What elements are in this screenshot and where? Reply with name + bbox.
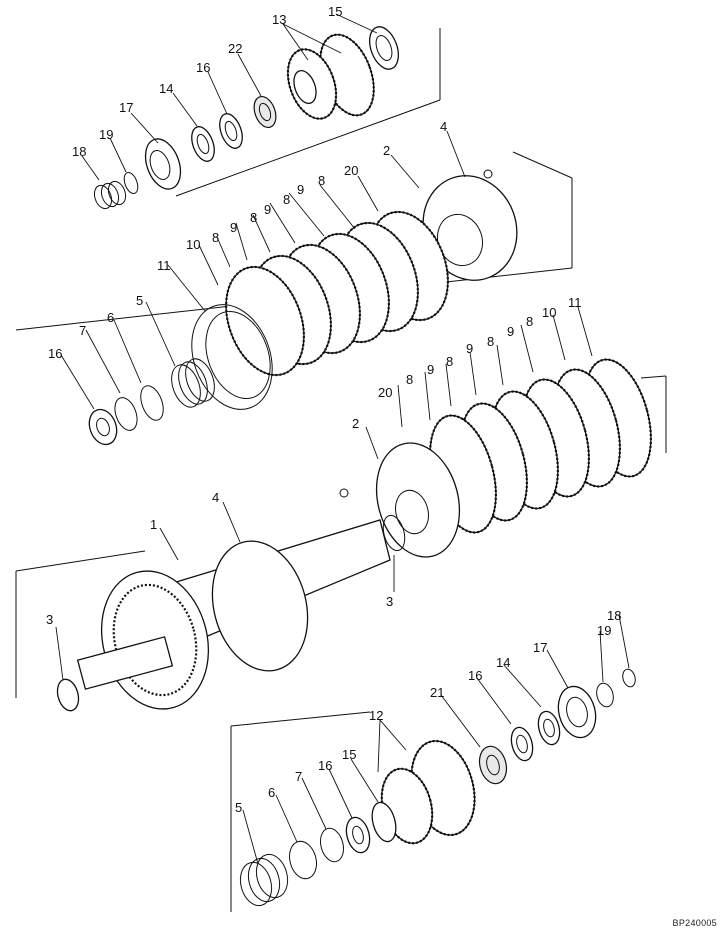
callout-9-upper-c: 9 (230, 220, 237, 235)
thrust-bearing-15-top (369, 26, 399, 70)
callout-16-bottom-right: 16 (468, 668, 482, 683)
spring-18-bottom (622, 668, 636, 688)
callout-10-upper: 10 (186, 237, 200, 252)
spring-5-bottom (239, 853, 289, 907)
rings-6-7-upper (114, 385, 164, 431)
callout-8-upper-c: 8 (250, 210, 257, 225)
callout-8-middle-b: 8 (487, 334, 494, 349)
callout-14-bottom: 14 (496, 655, 510, 670)
callout-16-upper: 16 (48, 346, 62, 361)
callout-9-middle-b: 9 (466, 341, 473, 356)
callout-5-upper: 5 (136, 293, 143, 308)
rings-6-7-bottom (289, 827, 345, 880)
callout-7-upper: 7 (79, 323, 86, 338)
snap-ring-19-bottom (596, 682, 614, 708)
callout-3-shaft: 3 (46, 612, 53, 627)
callout-9-upper-a: 9 (297, 182, 304, 197)
callout-16-top: 16 (196, 60, 210, 75)
callout-11-upper: 11 (157, 258, 171, 273)
callout-18-top: 18 (72, 144, 86, 159)
thrust-bearing-14-top (191, 126, 215, 162)
clutch-plates-middle (429, 358, 652, 534)
ball-bearing-17-bottom (557, 685, 597, 739)
washer-16-bottom-left (345, 816, 371, 854)
panel-frame-bottom (230, 711, 371, 912)
thrust-bearing-15-bottom (371, 801, 397, 843)
callout-22: 22 (228, 41, 242, 56)
callout-4-middle: 4 (212, 490, 219, 505)
callout-2-middle: 2 (352, 416, 359, 431)
snap-ring-19-top (123, 171, 139, 195)
needle-bearing-21 (478, 745, 508, 785)
callout-17-top: 17 (119, 100, 133, 115)
callout-15-top: 15 (328, 4, 342, 19)
panel-frame-middle (15, 375, 667, 698)
callout-8-upper-a: 8 (318, 173, 325, 188)
callout-16-bottom-left: 16 (318, 758, 332, 773)
callout-6-upper: 6 (107, 310, 114, 325)
callout-3-spline: 3 (386, 594, 393, 609)
callout-11-middle: 11 (568, 295, 582, 310)
callout-14-top: 14 (159, 81, 173, 96)
callout-1: 1 (150, 517, 157, 532)
clutch-plates-upper (225, 210, 449, 377)
callout-6-bottom: 6 (268, 785, 275, 800)
callout-10-middle: 10 (542, 305, 556, 320)
callout-13-top: 13 (272, 12, 286, 27)
callout-8-upper-b: 8 (283, 192, 290, 207)
callout-19-bottom: 19 (597, 623, 611, 638)
needle-bearing-22 (253, 95, 277, 129)
washer-16-bottom-right (510, 726, 534, 762)
callout-17-bottom: 17 (533, 640, 547, 655)
callout-8-middle-c: 8 (446, 354, 453, 369)
callout-5-bottom: 5 (235, 800, 242, 815)
springs-18-top (93, 180, 127, 210)
callout-8-upper-d: 8 (212, 230, 219, 245)
callout-9-middle-c: 9 (427, 362, 434, 377)
leader-lines (55, 13, 630, 865)
callout-15-bottom: 15 (342, 747, 356, 762)
washer-16-upper (88, 408, 118, 446)
callout-8-middle-a: 8 (526, 314, 533, 329)
washer-16-top (219, 113, 243, 149)
gear-13-top (286, 33, 375, 120)
thrust-bearing-14-bottom (537, 710, 561, 746)
callout-7-bottom: 7 (295, 769, 302, 784)
drawing-reference-code: BP240005 (672, 918, 717, 928)
shaft-and-drum-1 (56, 514, 406, 712)
panel-frame-top (175, 28, 441, 197)
spring-5-upper (171, 358, 215, 408)
callout-9-middle-a: 9 (507, 324, 514, 339)
callout-2-upper: 2 (383, 143, 390, 158)
callout-20-middle: 20 (378, 385, 392, 400)
callout-8-middle-d: 8 (406, 372, 413, 387)
callout-4-upper: 4 (440, 119, 447, 134)
callout-labels: 13 15 22 16 14 17 19 18 4 2 20 8 9 8 9 8… (46, 4, 621, 815)
ball-bearing-17-top (144, 138, 182, 190)
callout-9-upper-b: 9 (264, 202, 271, 217)
snap-ring-11-upper (191, 304, 273, 410)
piston-2-middle (339, 442, 461, 558)
callout-20-upper: 20 (344, 163, 358, 178)
callout-18-bottom: 18 (607, 608, 621, 623)
callout-12: 12 (369, 708, 383, 723)
callout-21: 21 (430, 685, 444, 700)
callout-19-top: 19 (99, 127, 113, 142)
